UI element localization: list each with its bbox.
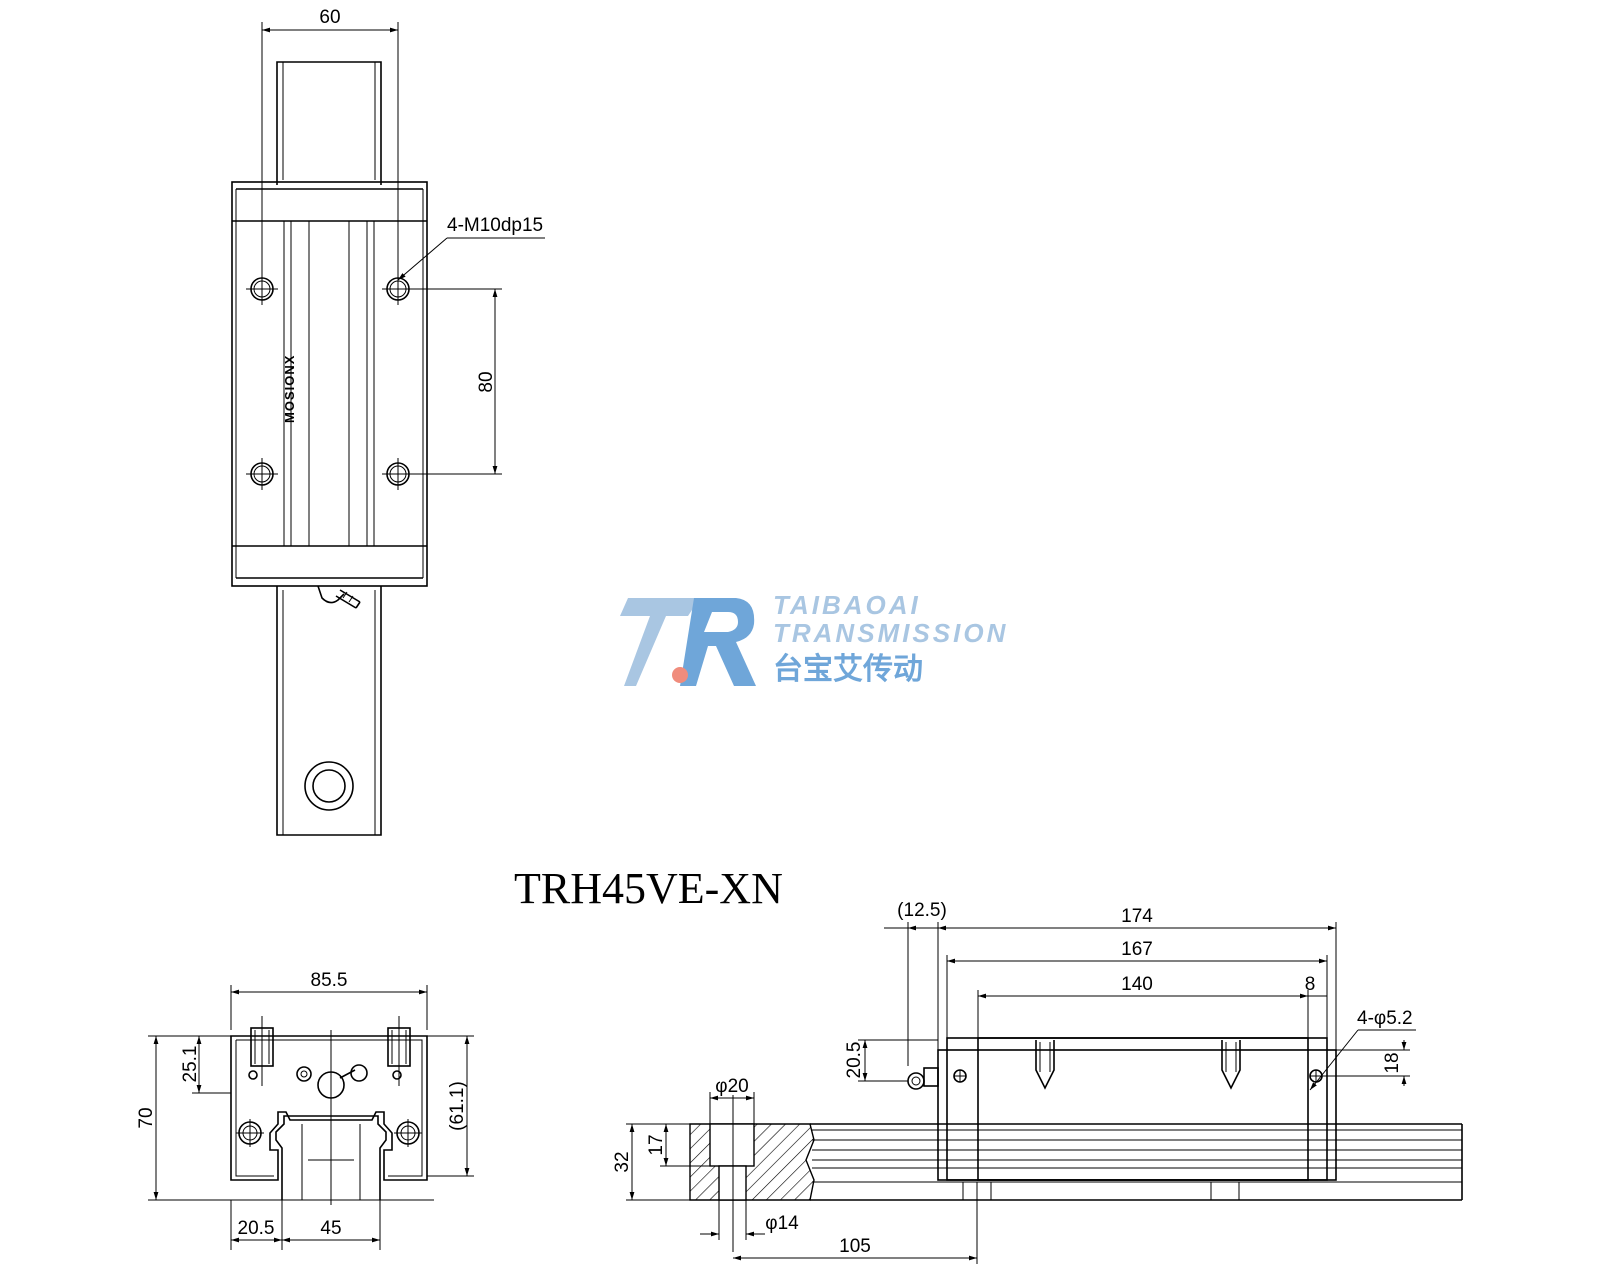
dim-body-height: (61.1)	[447, 1081, 468, 1131]
threaded-hole	[1221, 1040, 1241, 1090]
dim-width-60: 60	[319, 7, 340, 28]
brand-mark: MOSIONX	[282, 355, 297, 423]
dim-rail-width: 45	[320, 1218, 341, 1239]
logo-dot	[672, 667, 688, 683]
dim-block-width: 85.5	[311, 970, 348, 991]
dim-body-length: 167	[1121, 939, 1153, 960]
threaded-hole	[1035, 1040, 1055, 1090]
dim-total-height: 70	[136, 1107, 157, 1128]
dim-rail-height: 32	[612, 1151, 633, 1172]
watermark-line2: TRANSMISSION	[773, 618, 1008, 648]
dim-pitch-80: 80	[476, 371, 497, 392]
dim-nipple: (12.5)	[897, 900, 947, 921]
side-grease-nipple-icon	[907, 1067, 939, 1090]
front-view: 85.5 70 25.1 (61.1) 20.5 45	[136, 970, 474, 1250]
screw-note: 4-φ5.2	[1357, 1008, 1413, 1029]
dim-offset: 20.5	[238, 1218, 275, 1239]
side-view: (12.5) 174 167 140 8 4-φ5.2 18 20.5	[612, 900, 1463, 1264]
hole-note: 4-M10dp15	[447, 215, 543, 236]
dim-counterbore: φ20	[715, 1076, 748, 1097]
watermark-logo: TAIBAOAI TRANSMISSION 台宝艾传动	[620, 590, 1008, 687]
dim-screw-height: 18	[1382, 1052, 1403, 1073]
watermark-line3: 台宝艾传动	[773, 652, 923, 687]
top-view: MOSIONX 60 4-M10dp15 80	[231, 7, 545, 836]
dim-steel-length: 140	[1121, 974, 1153, 995]
dim-hole: φ14	[765, 1213, 799, 1234]
grease-nipple-icon	[317, 585, 361, 609]
mounting-hole	[246, 458, 278, 490]
dim-counterbore-depth: 17	[646, 1134, 667, 1155]
mounting-hole	[382, 458, 414, 490]
dim-nipple-height: 20.5	[844, 1042, 865, 1079]
dim-bolt-height: 25.1	[180, 1046, 201, 1083]
dim-total-length: 174	[1121, 906, 1153, 927]
watermark-line1: TAIBAOAI	[773, 590, 921, 620]
front-grease-nipple-icon	[248, 1030, 402, 1205]
rail-bolt-hole	[304, 761, 354, 811]
model-title: TRH45VE-XN	[514, 864, 783, 913]
dim-endcap: 8	[1305, 974, 1316, 995]
dim-pitch: 105	[839, 1236, 871, 1257]
